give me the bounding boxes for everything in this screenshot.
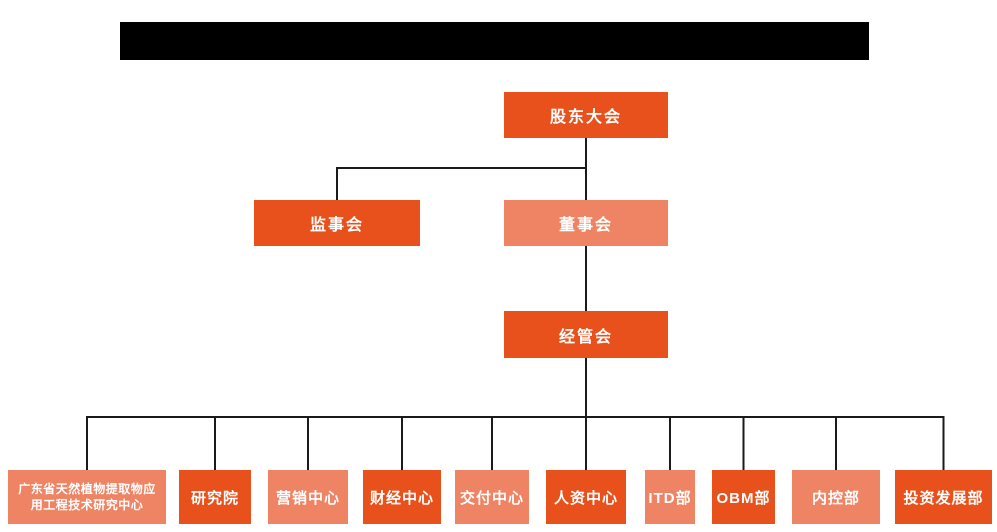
org-node-dept-delivery-center: 交付中心 <box>455 470 529 524</box>
org-node-dept-marketing-center: 营销中心 <box>268 470 348 524</box>
org-node-dept-research-center: 广东省天然植物提取物应用工程技术研究中心 <box>8 470 166 524</box>
org-node-dept-finance-center: 财经中心 <box>363 470 441 524</box>
org-node-shareholders-meeting: 股东大会 <box>504 92 668 138</box>
redacted-title-bar <box>120 22 869 60</box>
org-node-management-committee: 经管会 <box>504 311 668 358</box>
org-node-dept-hr-center: 人资中心 <box>546 470 626 524</box>
org-node-dept-obm: OBM部 <box>712 470 775 524</box>
org-node-dept-itd: ITD部 <box>645 470 695 524</box>
org-node-dept-research-institute: 研究院 <box>179 470 251 524</box>
org-node-dept-investment-development: 投资发展部 <box>895 470 992 524</box>
org-node-supervisory-board: 监事会 <box>254 200 420 246</box>
org-node-board-of-directors: 董事会 <box>504 200 668 246</box>
org-node-dept-internal-control: 内控部 <box>792 470 880 524</box>
